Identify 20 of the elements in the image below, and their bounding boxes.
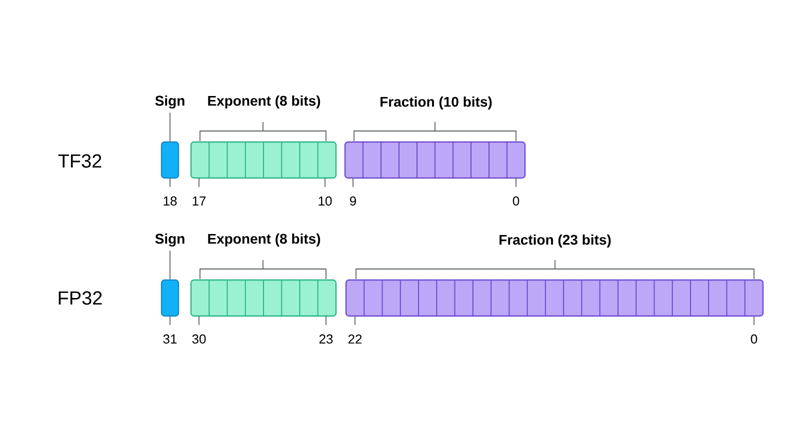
- field-label: Exponent (8 bits): [208, 95, 320, 109]
- bit-index: 31: [163, 334, 177, 344]
- sign-label: Sign: [155, 95, 184, 109]
- field-label: Fraction (10 bits): [380, 96, 492, 110]
- field-label: Exponent (8 bits): [208, 233, 320, 247]
- bit-index: 23: [319, 334, 333, 344]
- bit-index: 30: [192, 334, 206, 344]
- bit-index: 18: [164, 196, 177, 206]
- sign-label: Sign: [155, 233, 184, 247]
- bit-index: 22: [348, 334, 362, 344]
- bit-index: 0: [750, 334, 758, 344]
- bit-index: 9: [350, 196, 356, 206]
- sign-bit: [160, 141, 180, 179]
- format-name: FP32: [58, 291, 102, 305]
- field-label: Fraction (23 bits): [500, 234, 611, 248]
- bit-index: 10: [318, 196, 332, 206]
- sign-bit: [160, 279, 180, 317]
- bit-index: 0: [512, 196, 520, 206]
- bit-index: 17: [192, 196, 206, 206]
- format-name: TF32: [58, 154, 102, 168]
